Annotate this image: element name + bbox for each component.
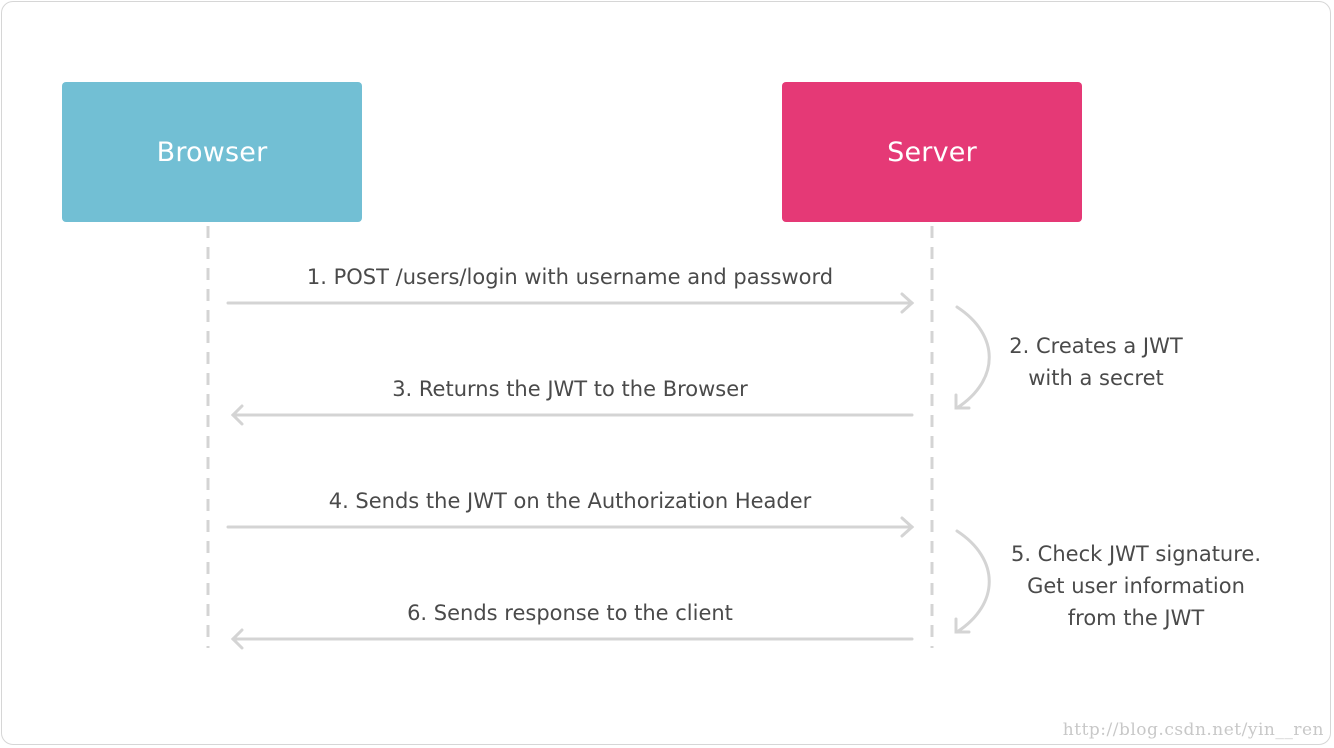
self-arc-step-2 [954, 305, 991, 410]
browser-actor-label: Browser [156, 136, 268, 168]
note-step-2-line-1: 2. Creates a JWT [1009, 334, 1183, 358]
watermark: http://blog.csdn.net/yin__ren [1062, 720, 1324, 740]
note-step-5-line-3: from the JWT [1067, 606, 1205, 630]
message-step-6-label: 6. Sends response to the client [407, 601, 733, 625]
note-step-2: 2. Creates a JWT with a secret [996, 330, 1196, 394]
server-actor-box: Server [782, 82, 1082, 222]
browser-actor-box: Browser [62, 82, 362, 222]
arrow-step-6 [230, 628, 914, 650]
message-step-1-label: 1. POST /users/login with username and p… [306, 265, 834, 289]
server-actor-label: Server [887, 136, 977, 168]
arrow-step-3 [230, 404, 914, 426]
note-step-5: 5. Check JWT signature. Get user informa… [996, 538, 1276, 634]
note-step-2-line-2: with a secret [1028, 366, 1164, 390]
message-step-4-label: 4. Sends the JWT on the Authorization He… [328, 489, 812, 513]
self-arc-step-5 [954, 529, 991, 634]
note-step-5-line-1: 5. Check JWT signature. [1010, 542, 1262, 566]
arrow-step-1 [226, 292, 915, 314]
arrow-step-4 [226, 516, 915, 538]
message-step-3-label: 3. Returns the JWT to the Browser [392, 377, 748, 401]
note-step-5-line-2: Get user information [1027, 574, 1245, 598]
